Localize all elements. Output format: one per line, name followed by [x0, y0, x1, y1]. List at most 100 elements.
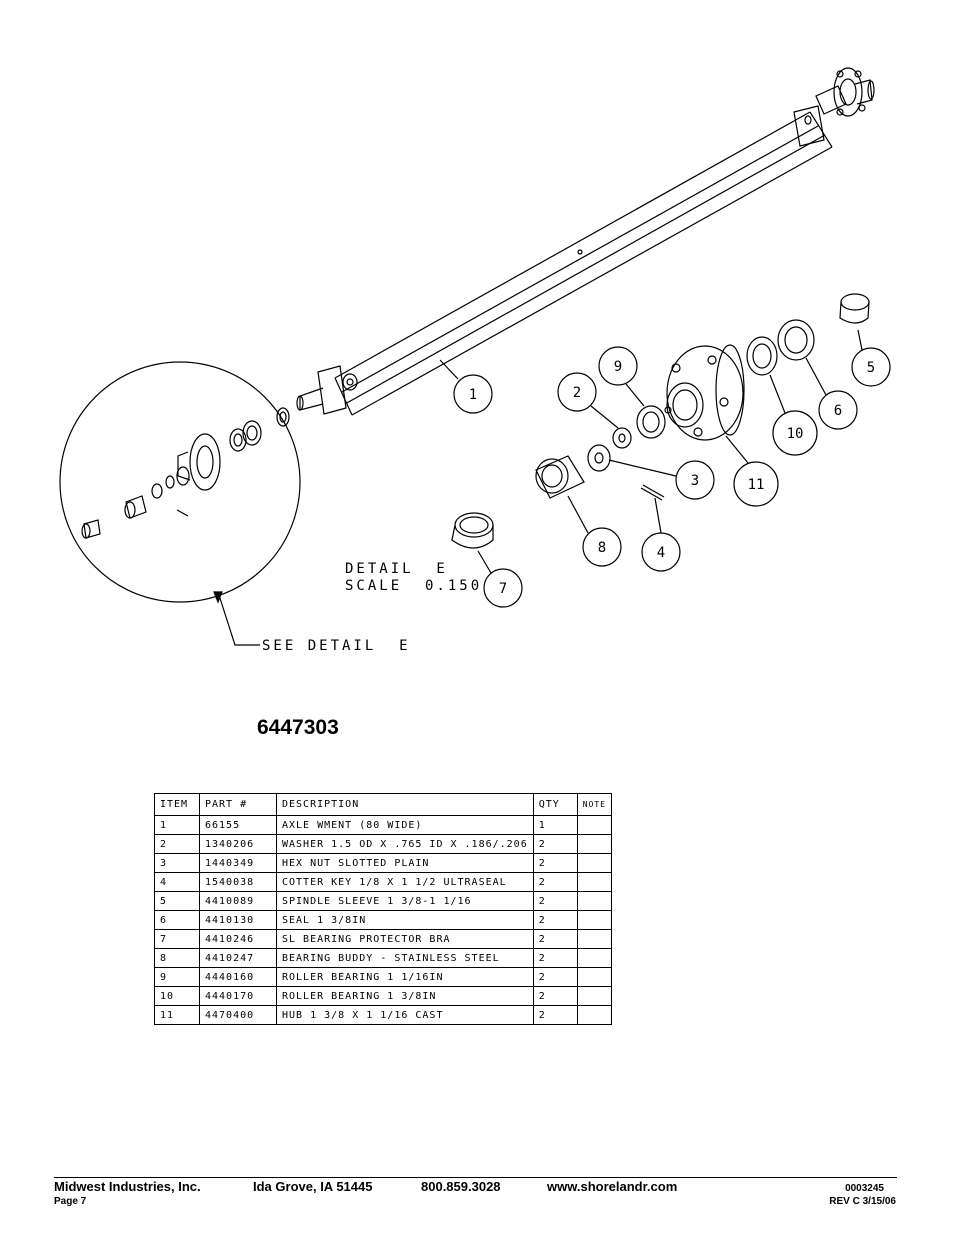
cell-description: ROLLER BEARING 1 3/8IN	[276, 986, 534, 1006]
seal	[777, 319, 815, 361]
cell-part-number: 4440170	[199, 986, 277, 1006]
bearing-protector	[451, 512, 494, 549]
callout-3-label: 3	[691, 473, 699, 489]
cell-note	[576, 815, 612, 835]
cell-note	[576, 929, 612, 949]
cell-item: 2	[154, 834, 200, 854]
cell-part-number: 4410089	[199, 891, 277, 911]
callout-7-label: 7	[499, 581, 507, 597]
cell-note	[576, 910, 612, 930]
exploded-view-drawing: 1 2 3 4 5 6 7 8 9 10 11 DETAIL E SCALE 0…	[59, 67, 891, 654]
cell-description: HEX NUT SLOTTED PLAIN	[276, 853, 534, 873]
callout-8-label: 8	[598, 540, 606, 556]
detail-e-circle	[59, 361, 301, 603]
footer-page: Page 7	[54, 1196, 87, 1207]
footer-divider	[54, 1177, 897, 1178]
callout-11-label: 11	[748, 477, 765, 493]
cell-description: COTTER KEY 1/8 X 1 1/2 ULTRASEAL	[276, 872, 534, 892]
cell-qty: 2	[532, 910, 578, 930]
header-qty: QTY	[532, 793, 578, 816]
cell-description: SPINDLE SLEEVE 1 3/8-1 1/16	[276, 891, 534, 911]
cell-note	[576, 967, 612, 987]
cotter-key	[640, 484, 665, 501]
bearing-buddy	[535, 455, 585, 499]
cell-note	[576, 872, 612, 892]
cell-qty: 2	[532, 986, 578, 1006]
cell-description: BEARING BUDDY - STAINLESS STEEL	[276, 948, 534, 968]
cell-qty: 2	[532, 834, 578, 854]
cell-part-number: 66155	[199, 815, 277, 835]
header-part-number: PART #	[199, 793, 277, 816]
callout-3	[675, 460, 715, 500]
cell-description: SEAL 1 3/8IN	[276, 910, 534, 930]
cell-qty: 2	[532, 853, 578, 873]
cell-part-number: 4440160	[199, 967, 277, 987]
footer-revision: REV C 3/15/06	[829, 1196, 896, 1207]
axle-beam	[296, 67, 875, 416]
callout-4-label: 4	[657, 545, 665, 561]
footer-doc-number: 0003245	[845, 1183, 884, 1194]
callout-5-label: 5	[867, 360, 875, 376]
cell-item: 11	[154, 1005, 200, 1025]
cell-qty: 2	[532, 967, 578, 987]
callout-9-label: 9	[614, 359, 622, 375]
header-item: ITEM	[154, 793, 200, 816]
cell-note	[576, 834, 612, 854]
callout-6-label: 6	[834, 403, 842, 419]
callout-6	[818, 390, 858, 430]
cell-item: 10	[154, 986, 200, 1006]
callout-8	[582, 527, 622, 567]
cell-note	[576, 891, 612, 911]
callout-5	[851, 347, 891, 387]
cell-note	[576, 948, 612, 968]
detail-scale: SCALE 0.150	[345, 578, 482, 594]
cell-item: 1	[154, 815, 200, 835]
cell-item: 6	[154, 910, 200, 930]
cell-item: 4	[154, 872, 200, 892]
footer-website: www.shorelandr.com	[547, 1179, 678, 1194]
cell-item: 5	[154, 891, 200, 911]
cell-qty: 2	[532, 1005, 578, 1025]
cell-description: HUB 1 3/8 X 1 1/16 CAST	[276, 1005, 534, 1025]
cell-item: 7	[154, 929, 200, 949]
callout-7	[483, 568, 523, 608]
header-note: NOTE	[576, 793, 612, 816]
cell-description: ROLLER BEARING 1 1/16IN	[276, 967, 534, 987]
callout-2	[557, 372, 597, 412]
cell-part-number: 1540038	[199, 872, 277, 892]
table-header-row: ITEM PART # DESCRIPTION QTY NOTE	[154, 793, 612, 816]
cell-description: AXLE WMENT (80 WIDE)	[276, 815, 534, 835]
cell-description: SL BEARING PROTECTOR BRA	[276, 929, 534, 949]
slotted-hex-nut	[587, 444, 611, 472]
assembly-part-number: 6447303	[257, 716, 339, 739]
callout-1-label: 1	[469, 387, 477, 403]
footer-phone: 800.859.3028	[421, 1179, 501, 1194]
see-detail-label: SEE DETAIL E	[262, 638, 411, 654]
hub	[664, 344, 745, 441]
cell-part-number: 1440349	[199, 853, 277, 873]
cell-note	[576, 1005, 612, 1025]
cell-qty: 2	[532, 929, 578, 949]
callout-10	[772, 410, 818, 456]
footer-company: Midwest Industries, Inc.	[54, 1179, 201, 1194]
cell-part-number: 4410130	[199, 910, 277, 930]
spindle-washer	[276, 407, 290, 427]
cell-qty: 1	[532, 815, 578, 835]
callout-10-label: 10	[787, 426, 804, 442]
cell-item: 8	[154, 948, 200, 968]
header-description: DESCRIPTION	[276, 793, 534, 816]
cell-qty: 2	[532, 872, 578, 892]
cell-part-number: 4410247	[199, 948, 277, 968]
cell-part-number: 4410246	[199, 929, 277, 949]
detail-title: DETAIL E	[345, 561, 448, 577]
callout-11	[733, 461, 779, 507]
footer-location: Ida Grove, IA 51445	[253, 1179, 373, 1194]
cell-note	[576, 986, 612, 1006]
